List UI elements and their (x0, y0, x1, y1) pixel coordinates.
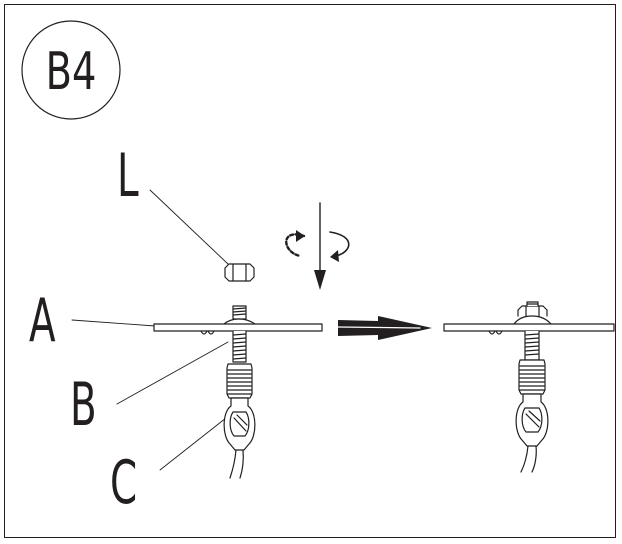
right-assembly (443, 301, 615, 473)
bolt-thread-top (232, 305, 247, 320)
bolt-thread-bottom (232, 330, 247, 363)
step-badge-label: B4 (46, 42, 97, 102)
left-assembly (153, 305, 323, 479)
hex-nut (224, 263, 255, 282)
cable-terminal-right (515, 393, 549, 447)
cable-terminal (223, 397, 256, 451)
label-nut: L (117, 141, 139, 211)
panel-left (153, 323, 323, 332)
cable-sleeve-right (518, 359, 546, 395)
step-badge: B4 (21, 20, 121, 120)
bolt-thread-right (524, 330, 540, 361)
diagram-frame (4, 4, 616, 538)
label-bolt: B (70, 370, 97, 440)
arrow-down-icon (314, 202, 326, 290)
arrow-right-icon (337, 316, 432, 340)
panel-right (443, 323, 615, 332)
label-panel: A (29, 286, 56, 356)
cable (229, 449, 244, 479)
label-cable: C (110, 448, 137, 518)
cable-right (520, 445, 537, 473)
hex-nut-installed (517, 301, 548, 317)
rotate-clockwise-icon (285, 230, 350, 262)
cable-sleeve (226, 363, 253, 399)
leader-lines (71, 189, 229, 471)
